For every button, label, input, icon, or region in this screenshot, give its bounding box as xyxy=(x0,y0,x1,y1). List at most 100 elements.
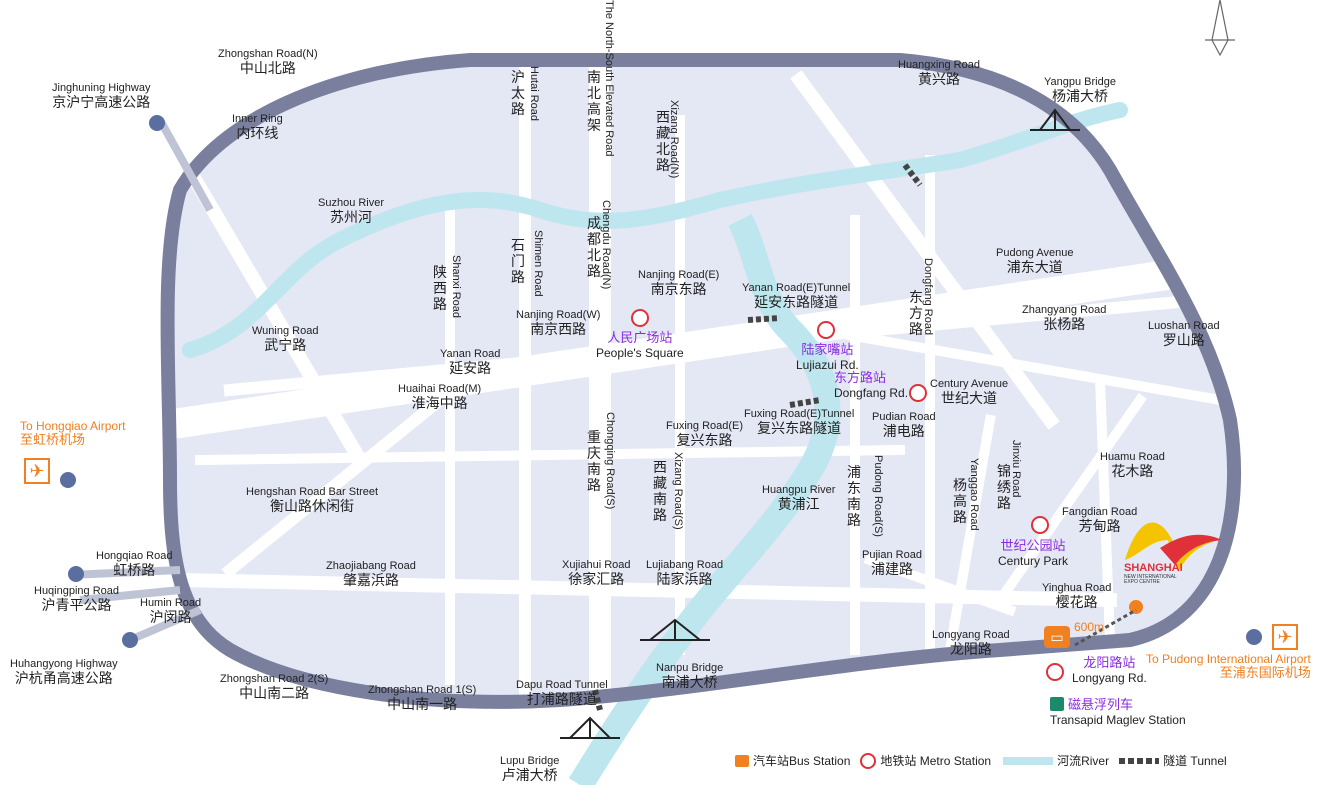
label-zh: 中山北路 xyxy=(239,60,296,77)
suzhou-river xyxy=(182,102,1128,358)
vlabel-zh-shanxi: 陕西路 xyxy=(433,265,447,313)
station-zh: 世纪公园站 xyxy=(1000,539,1066,554)
legend: 汽车站Bus Station 地铁站 Metro Station 河流River… xyxy=(735,752,1227,769)
label-zh: 南京东路 xyxy=(650,281,707,298)
label-zh: 延安路 xyxy=(449,360,492,377)
label-zh: 衡山路休闲街 xyxy=(270,498,355,515)
label-zh: 南浦大桥 xyxy=(661,674,718,691)
label-zh: 中山南一路 xyxy=(387,696,458,713)
maglev-icon xyxy=(1050,697,1064,711)
station-zh: 人民广场站 xyxy=(607,331,673,346)
label-en: Xujiahui Road xyxy=(562,559,631,571)
label-zh: 樱花路 xyxy=(1055,594,1098,611)
vlabel-zh-pudong-road: 浦东南路 xyxy=(847,465,861,529)
label-en: Fuxing Road(E) xyxy=(666,420,744,432)
label-en: Lupu Bridge xyxy=(500,755,560,767)
label-zh: 中山南二路 xyxy=(239,685,310,702)
expo-link xyxy=(1074,608,1137,647)
label-zh: 张杨路 xyxy=(1043,316,1086,333)
label-en: Yanan Road(E)Tunnel xyxy=(742,282,851,294)
highways xyxy=(69,118,214,644)
label-zh: 黄兴路 xyxy=(917,71,960,88)
label-en: Longyang Road xyxy=(932,629,1010,641)
label-en: Huaihai Road(M) xyxy=(398,383,482,395)
label-zh: 武宁路 xyxy=(264,337,307,354)
label-en: Inner Ring xyxy=(232,113,283,125)
tunnels xyxy=(592,163,923,711)
route-icons xyxy=(60,115,1262,648)
vlabel-zh-shimen: 石门路 xyxy=(511,238,525,286)
label-zh: 浦电路 xyxy=(882,423,925,440)
label-en: Century Avenue xyxy=(930,378,1009,390)
label-zh: 黄浦江 xyxy=(777,496,820,513)
label-zh: 打浦路隧道 xyxy=(526,691,597,708)
label-zh: 虹桥路 xyxy=(113,562,156,579)
label-en: Fangdian Road xyxy=(1062,506,1138,518)
label-zhongshan-s2: Zhongshan Road 2(S)中山南二路 xyxy=(220,673,328,702)
north-arrow-icon xyxy=(1205,0,1235,57)
legend-metro: 地铁站 Metro Station xyxy=(880,754,992,768)
label-zh: 杨浦大桥 xyxy=(1051,88,1108,105)
expo-logo: SHANGHAI NEW INTERNATIONAL EXPO CENTRE xyxy=(1124,562,1183,586)
bus-station-icon: ▭ xyxy=(1044,626,1070,648)
label-zh: 卢浦大桥 xyxy=(501,767,558,784)
label-zh: 内环线 xyxy=(236,125,279,142)
road-grid xyxy=(0,29,1226,711)
label-en: Pujian Road xyxy=(862,549,922,561)
label-zh: 肇嘉浜路 xyxy=(342,572,399,589)
expo-logo-red xyxy=(1160,534,1222,565)
label-zh: 陆家浜路 xyxy=(656,571,713,588)
legend-tunnel: 隧道 Tunnel xyxy=(1163,754,1227,768)
logo-sub1: NEW INTERNATIONAL xyxy=(1124,573,1177,580)
label-en: Zhongshan Road 1(S) xyxy=(368,684,477,696)
label-en: Zhaojiabang Road xyxy=(326,560,416,572)
label-zh: 龙阳路 xyxy=(949,641,992,658)
vlabel-en-north-south: The North-South Elevated Road xyxy=(603,0,615,157)
logo-sub2: EXPO CENTRE xyxy=(1124,579,1160,586)
label-zh: 沪闵路 xyxy=(149,609,192,626)
label-en: Lujiabang Road xyxy=(646,559,724,571)
label-en: Nanjing Road(E) xyxy=(638,269,720,281)
label-en: Hongqiao Road xyxy=(96,550,173,562)
label-en: Humin Road xyxy=(140,597,202,609)
vlabel-zh-yanggao: 杨高路 xyxy=(953,478,967,526)
label-en: Suzhou River xyxy=(318,197,385,209)
label-en: Huamu Road xyxy=(1100,451,1165,463)
legend-river-icon xyxy=(1003,756,1054,765)
legend-bus-icon xyxy=(735,754,749,767)
station-en: Lujiazui Rd. xyxy=(796,357,859,372)
label-en: Yangpu Bridge xyxy=(1044,76,1116,88)
station-zh: 陆家嘴站 xyxy=(801,343,854,358)
label-zh: 沪杭甬高速公路 xyxy=(14,670,113,687)
hongqiao-airport-label: To Hongqiao Airport 至虹桥机场 xyxy=(20,419,126,448)
vlabel-zh-chongqing: 重庆南路 xyxy=(587,430,601,494)
vlabel-en-shimen: Shimen Road xyxy=(532,230,544,297)
label-en: Pudian Road xyxy=(872,411,936,423)
label-en: Huqingping Road xyxy=(34,585,120,597)
vlabel-en-xizang-s: Xizang Road(S) xyxy=(672,452,684,530)
label-en: Huangxing Road xyxy=(898,59,980,71)
legend-metro-icon xyxy=(860,752,877,769)
